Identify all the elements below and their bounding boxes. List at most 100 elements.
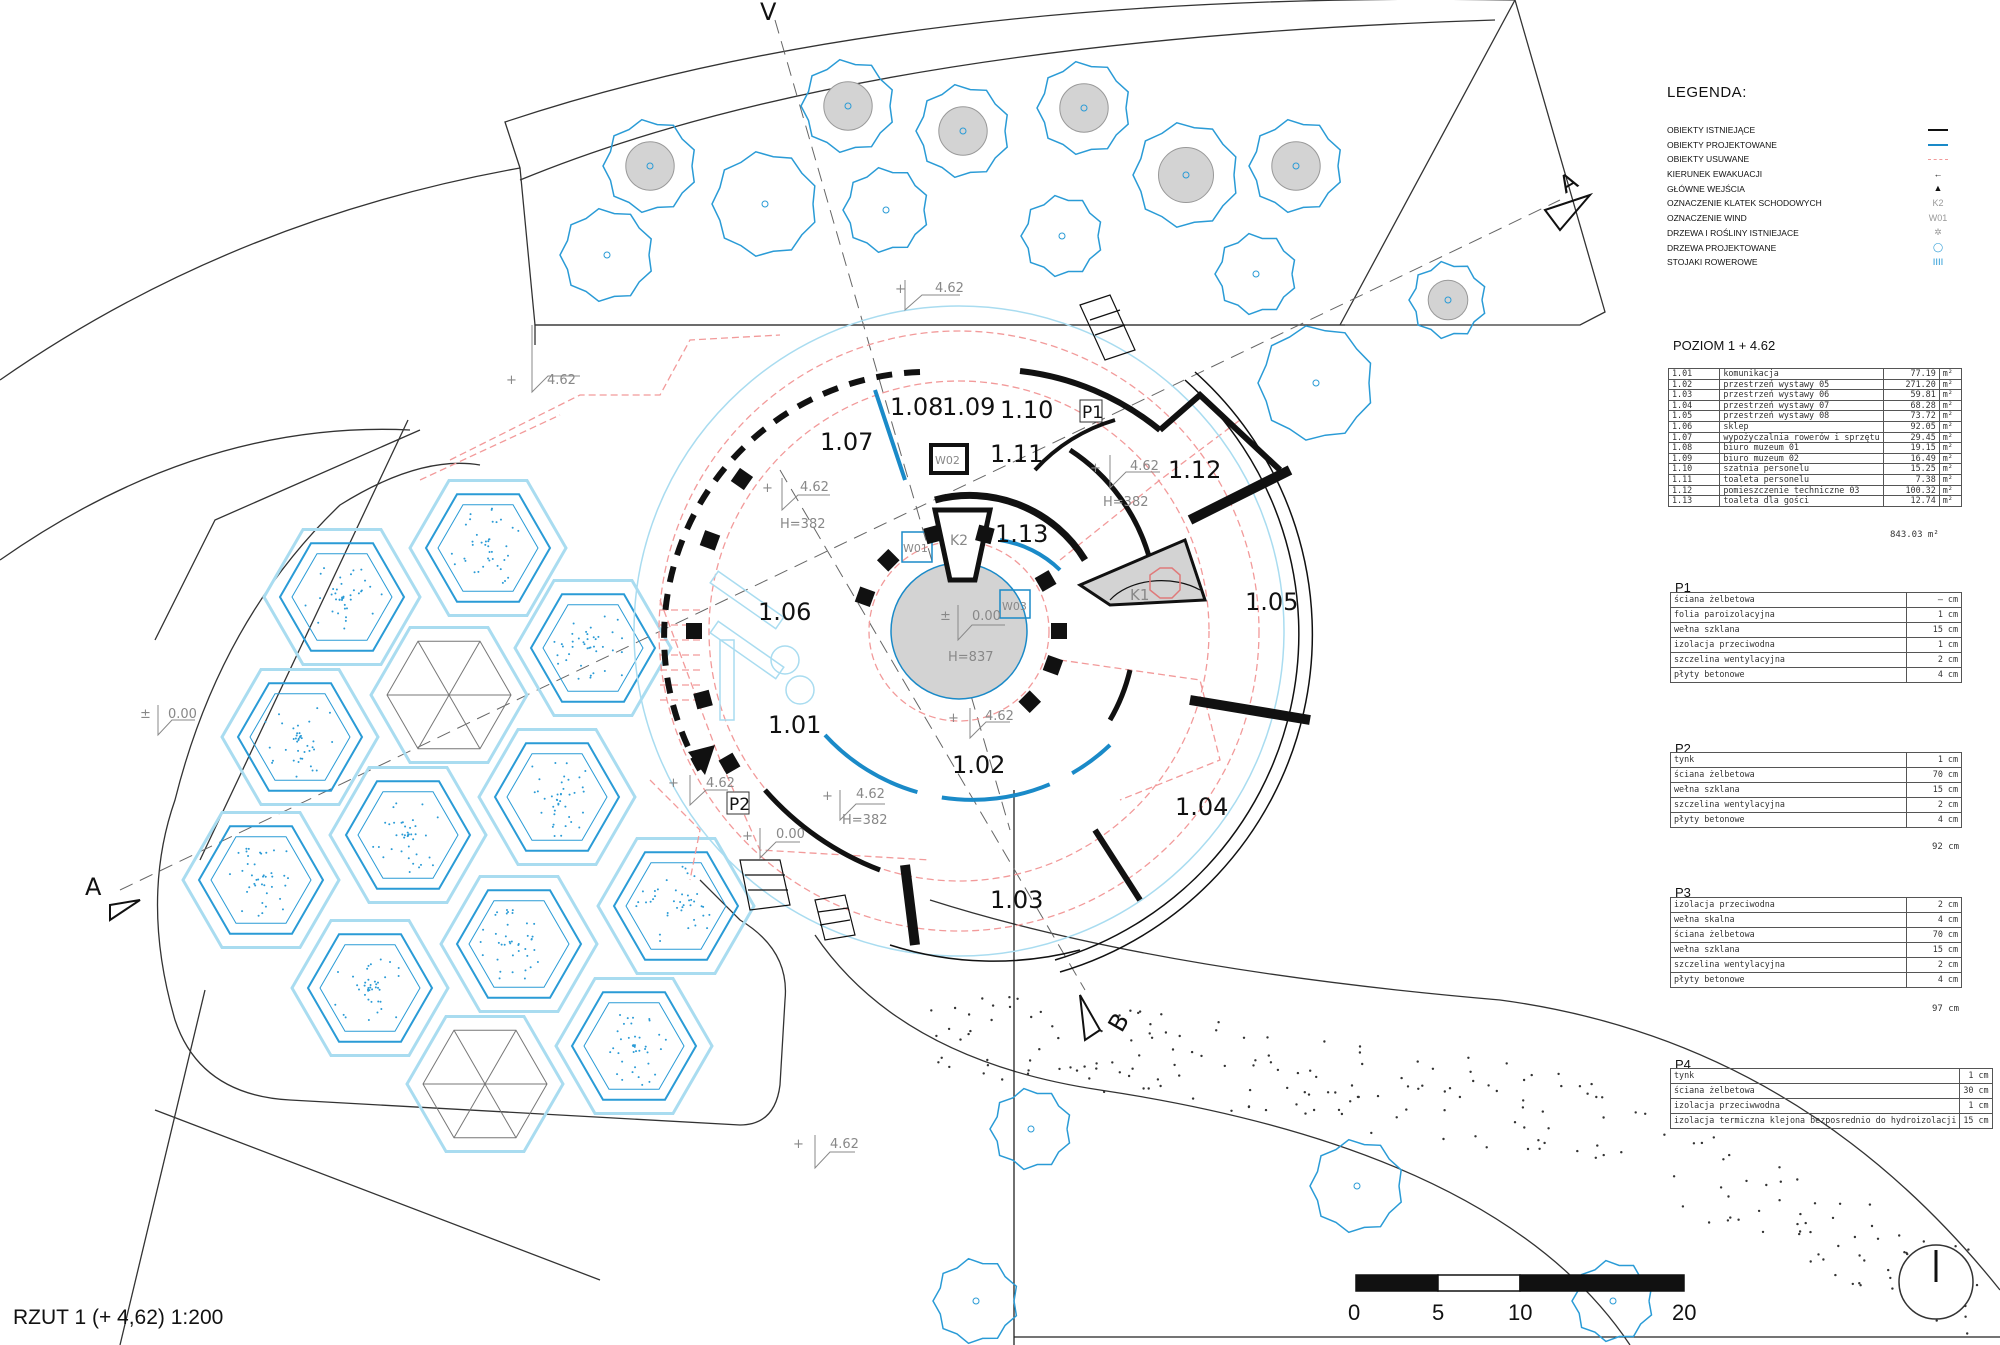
gravel-dot <box>1729 1216 1731 1218</box>
gravel-dot <box>1745 1180 1747 1182</box>
gravel-dot <box>1708 1221 1710 1223</box>
removed-wall <box>1060 420 1240 560</box>
shop-table <box>786 676 814 704</box>
site-boundary-line <box>535 325 1345 345</box>
layer-name: ściana żelbetowa <box>1671 768 1907 783</box>
room-unit: m² <box>1939 421 1961 432</box>
gravel-dot <box>1887 1269 1889 1271</box>
gravel-dot <box>1778 1166 1780 1168</box>
projected-tree-icon <box>1310 1140 1401 1233</box>
room-name: przestrzeń wystawy 07 <box>1720 400 1883 411</box>
table-row: folia paroizolacyjna1 cm <box>1671 608 1962 623</box>
gravel-dot <box>1029 1059 1031 1061</box>
gravel-dot <box>1230 1110 1232 1112</box>
gravel-dot <box>992 1004 994 1006</box>
room-label-1-04: 1.04 <box>1175 793 1228 821</box>
room-name: przestrzeń wystawy 08 <box>1720 411 1883 422</box>
gravel-dot <box>1357 1096 1359 1098</box>
layer-name: płyty betonowe <box>1671 668 1907 683</box>
legend-symbol-icon: ✲ <box>1927 226 1949 240</box>
gravel-dot <box>1799 1213 1801 1215</box>
column <box>1051 623 1067 639</box>
trees <box>560 60 1652 1344</box>
hexagon-planter <box>556 979 712 1114</box>
layer-name: wełna szklana <box>1671 783 1907 798</box>
gravel-dot <box>1095 1062 1097 1064</box>
north-arrow-icon <box>1899 1245 1973 1319</box>
gravel-dot <box>1737 1219 1739 1221</box>
gravel-dot <box>1304 1091 1306 1093</box>
elevation-marker: +4.62 <box>948 708 1014 738</box>
room-name: przestrzeń wystawy 06 <box>1720 390 1883 401</box>
gravel-dot <box>1576 1150 1578 1152</box>
legend: LEGENDA: OBIEKTY ISTNIEJĄCEOBIEKTY PROJE… <box>1667 84 1967 270</box>
room-unit: m² <box>1939 485 1961 496</box>
gravel-dot <box>986 1059 988 1061</box>
hexagon-planter <box>330 768 486 903</box>
room-label-1-08: 1.08 <box>890 393 943 421</box>
layer-thickness: 2 cm <box>1907 798 1962 813</box>
projected-tree-icon <box>1021 196 1101 277</box>
layer-thickness: 4 cm <box>1907 668 1962 683</box>
layer-name: izolacja przeciwwodna <box>1671 1099 1960 1114</box>
room-label-1-05: 1.05 <box>1245 588 1298 616</box>
gravel-dot <box>1854 1236 1856 1238</box>
room-unit: m² <box>1939 443 1961 454</box>
elevator-tag-w01: W01 <box>903 542 928 555</box>
layer-thickness: 70 cm <box>1907 768 1962 783</box>
wall-layers-table: tynk1 cmściana żelbetowa70 cmwełna szkla… <box>1670 752 1962 828</box>
table-row: szczelina wentylacyjna2 cm <box>1671 798 1962 813</box>
table-row: ściana żelbetowa– cm <box>1671 593 1962 608</box>
stair-tag-k2: K2 <box>950 533 968 549</box>
gravel-dot <box>1560 1085 1562 1087</box>
table-row: ściana żelbetowa70 cm <box>1671 928 1962 943</box>
gravel-dot <box>1603 1154 1605 1156</box>
room-name: komunikacja <box>1720 369 1883 380</box>
gravel-dot <box>1537 1139 1539 1141</box>
gravel-dot <box>1192 1097 1194 1099</box>
gravel-dot <box>1635 1111 1637 1113</box>
gravel-dot <box>1249 1089 1251 1091</box>
layer-thickness: 30 cm <box>1960 1084 1992 1099</box>
gravel-dot <box>1417 1088 1419 1090</box>
legend-item-label: GŁÓWNE WEJŚCIA <box>1667 184 1745 194</box>
gravel-dot <box>1903 1251 1905 1253</box>
legend-symbol-icon: ← <box>1927 167 1949 181</box>
svg-text:4.62: 4.62 <box>706 776 735 791</box>
stair-tag-k1: K1 <box>1130 586 1149 604</box>
gravel-dot <box>1543 1142 1545 1144</box>
gravel-dot <box>1151 1037 1153 1039</box>
gravel-dot <box>1976 1284 1978 1286</box>
scale-segment <box>1520 1275 1684 1291</box>
room-area: 59.81 <box>1883 390 1939 401</box>
gravel-dot <box>1799 1230 1801 1232</box>
gravel-dot <box>1076 1069 1078 1071</box>
elevation-marker: ±0.00 <box>140 705 197 735</box>
gravel-dot <box>1030 1016 1032 1018</box>
section-label-a-top: A <box>1554 166 1583 199</box>
gravel-dot <box>1268 1054 1270 1056</box>
gravel-dot <box>1323 1040 1325 1042</box>
table-row: płyty betonowe4 cm <box>1671 668 1962 683</box>
table-row: 1.04przestrzeń wystawy 0768.28m² <box>1669 400 1962 411</box>
layer-name: wełna skalna <box>1671 913 1907 928</box>
gravel-dot <box>1514 1121 1516 1123</box>
hexagon-planter <box>183 813 339 948</box>
legend-symbol-icon: ⅰⅰⅰⅰ <box>1927 255 1949 269</box>
stairs-south <box>740 860 790 910</box>
room-area: 92.05 <box>1883 421 1939 432</box>
scale-label: 20 <box>1672 1300 1696 1326</box>
gravel-dot <box>1814 1202 1816 1204</box>
projected-tree-icon <box>560 209 651 302</box>
room-no: 1.06 <box>1669 421 1720 432</box>
existing-tree-icon <box>1409 262 1485 339</box>
svg-text:+: + <box>793 1137 804 1152</box>
gravel-dot <box>1954 1245 1956 1247</box>
room-label-1-12: 1.12 <box>1168 456 1221 484</box>
central-atrium <box>891 563 1027 699</box>
table-row: 1.12pomieszczenie techniczne 03100.32m² <box>1669 485 1962 496</box>
room-area: 29.45 <box>1883 432 1939 443</box>
section-markers: V A A B <box>85 0 1590 1040</box>
gravel-dot <box>1967 1248 1969 1250</box>
projected-tree-icon <box>1572 1261 1652 1342</box>
